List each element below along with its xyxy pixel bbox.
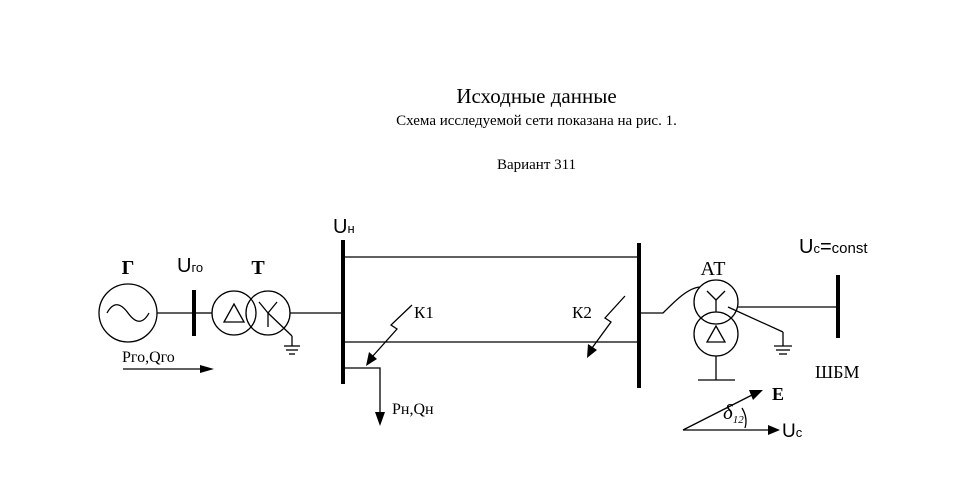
- generator-sine-icon: [106, 304, 150, 322]
- phasor-angle-arc: [741, 407, 747, 429]
- fault-k2-label: К2: [572, 303, 592, 322]
- page-subtitle: Схема исследуемой сети показана на рис. …: [396, 113, 677, 129]
- star-winding-icon: [258, 301, 300, 355]
- generator-label: Г: [122, 257, 135, 279]
- fault-k1-arrow-icon: [366, 352, 377, 366]
- autotransformer-winding-1: [693, 279, 739, 325]
- phasor-e-arrow-icon: [749, 390, 763, 400]
- autotransformer-label: АТ: [701, 258, 726, 280]
- generator-power-label: Pго,Qго: [122, 349, 175, 366]
- autotransformer-delta-icon: [705, 324, 727, 343]
- fault-k1-label: К1: [414, 303, 434, 322]
- bus-to-autotransformer-line: [641, 286, 701, 314]
- infinite-bus-label: ШБМ: [815, 362, 860, 382]
- transformer-winding-1: [211, 290, 257, 336]
- fault-k2-arrow-icon: [587, 344, 597, 358]
- load-power-label: Pн,Qн: [392, 401, 434, 418]
- phasor-e-line: [682, 392, 757, 431]
- generator-voltage-label: Uго: [177, 255, 203, 277]
- variant-label: Вариант 311: [496, 157, 577, 173]
- phasor-delta-label: δ12: [723, 400, 744, 426]
- autotransformer-ground-icon: [727, 306, 792, 355]
- load-bus-voltage-label: Uн: [333, 216, 355, 238]
- phasor-uc-label: Uc: [782, 421, 803, 442]
- phasor-e-label: E: [772, 384, 784, 404]
- generator-power-arrow-icon: [200, 365, 214, 373]
- transformer-label: Т: [251, 257, 265, 279]
- fault-k2-icon: [591, 295, 626, 349]
- system-voltage-label: Uс=const: [799, 236, 868, 258]
- page-title: Исходные данные: [456, 84, 617, 108]
- autotransformer-winding-2: [693, 311, 739, 357]
- delta-winding-icon: [222, 302, 246, 323]
- autotransformer-star-icon: [706, 290, 726, 312]
- phasor-uc-arrow-icon: [768, 425, 780, 435]
- load-arrow-icon: [375, 412, 385, 426]
- load-connection: [345, 367, 381, 415]
- fault-k1-icon: [371, 304, 413, 358]
